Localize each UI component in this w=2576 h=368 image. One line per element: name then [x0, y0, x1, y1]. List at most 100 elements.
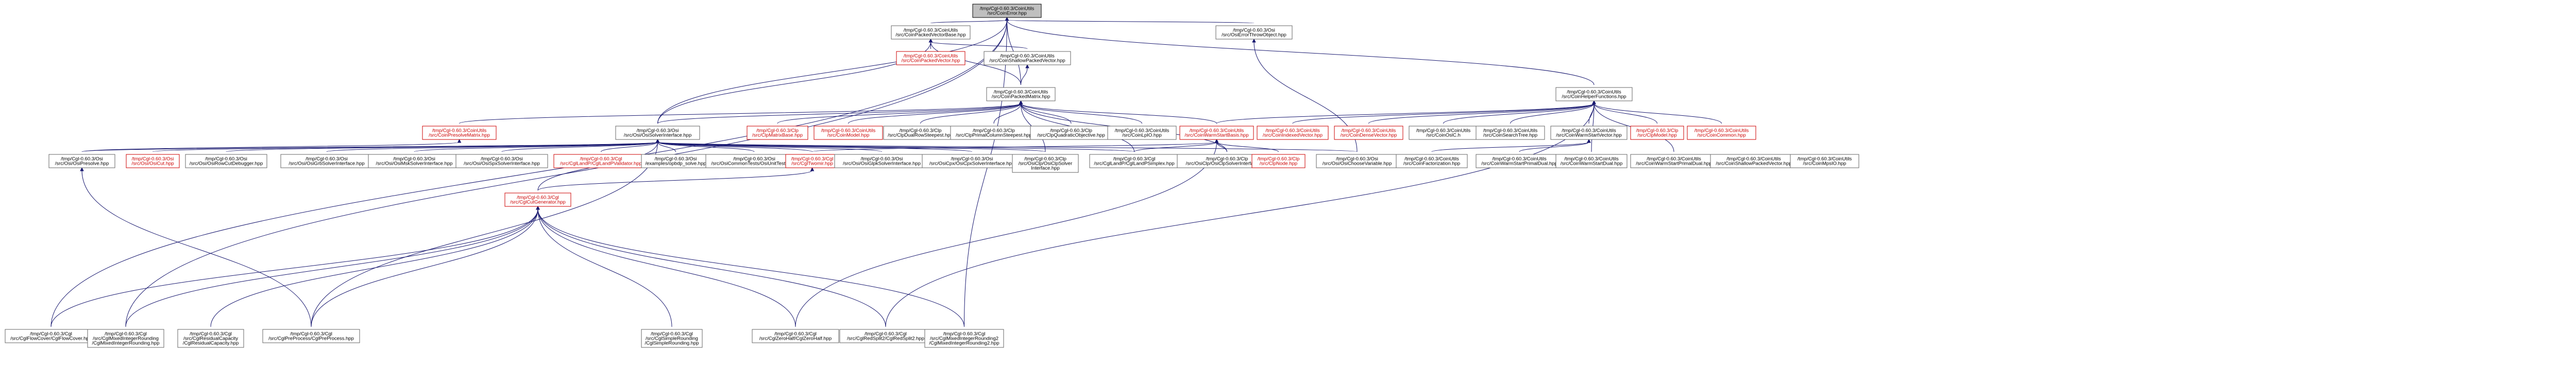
graph-node-errorThrow[interactable]: /tmp/Cgl-0.60.3/Osi/src/OsiErrorThrowObj…: [1215, 25, 1293, 40]
graph-node-cglMixedInteger2[interactable]: /tmp/Cgl-0.60.3/Cgl/src/CglMixedIntegerR…: [924, 329, 1004, 348]
graph-node-presolveMatrix[interactable]: /tmp/Cgl-0.60.3/CoinUtils/src/CoinPresol…: [422, 126, 497, 140]
graph-node-osiPresolve[interactable]: /tmp/Cgl-0.60.3/Osi/src/Osi/OsiPresolve.…: [48, 154, 115, 168]
graph-node-cglPreProcess[interactable]: /tmp/Cgl-0.60.3/Cgl/src/CglPreProcess/Cg…: [262, 329, 360, 343]
graph-node-cglLandP[interactable]: /tmp/Cgl-0.60.3/Cgl/src/CglLandP/CglLand…: [553, 154, 649, 168]
node-box[interactable]: [1316, 154, 1398, 168]
graph-node-warmStartPrimal[interactable]: /tmp/Cgl-0.60.3/CoinUtils/src/CoinWarmSt…: [1476, 154, 1563, 168]
node-box[interactable]: [1012, 154, 1079, 173]
node-box[interactable]: [883, 126, 958, 140]
graph-node-clpPrimalColSteep[interactable]: /tmp/Cgl-0.60.3/Clp/src/ClpPrimalColumnS…: [950, 126, 1038, 140]
graph-node-cglSimpleRounding[interactable]: /tmp/Cgl-0.60.3/Cgl/src/CglSimpleRoundin…: [641, 329, 703, 348]
graph-node-cglFlowCover[interactable]: /tmp/Cgl-0.60.3/Cgl/src/CglFlowCover/Cgl…: [5, 329, 97, 343]
node-box[interactable]: [986, 87, 1056, 101]
graph-node-osiChooseVariable[interactable]: /tmp/Cgl-0.60.3/Osi/src/Osi/OsiChooseVar…: [1316, 154, 1398, 168]
graph-node-coinMpsIO[interactable]: /tmp/Cgl-0.60.3/CoinUtils/src/CoinMpsIO.…: [1790, 154, 1859, 168]
graph-node-exampleDriver[interactable]: /tmp/Cgl-0.60.3/Osi/examples/opbdp_solve…: [641, 154, 710, 168]
graph-node-cglMixedInteger[interactable]: /tmp/Cgl-0.60.3/Cgl/src/CglMixedIntegerR…: [87, 329, 164, 348]
graph-node-packedVecBase[interactable]: /tmp/Cgl-0.60.3/CoinUtils/src/CoinPacked…: [891, 25, 971, 40]
graph-node-osiGlpkUnit[interactable]: /tmp/Cgl-0.60.3/Osi/src/Osi/OsiGlpkSolve…: [834, 154, 929, 168]
graph-node-osiChooseVarSA[interactable]: /tmp/Cgl-0.60.3/CoinUtils/src/CoinWarmSt…: [1630, 154, 1718, 168]
graph-node-osiGrbUnit[interactable]: /tmp/Cgl-0.60.3/Osi/src/Osi/OsiGrbSolver…: [280, 154, 373, 168]
graph-node-osiCuts[interactable]: /tmp/Cgl-0.60.3/Osi/src/Osi/OsiCut.hpp: [126, 154, 180, 168]
node-box[interactable]: [1409, 126, 1478, 140]
graph-node-coinIndexedVector[interactable]: /tmp/Cgl-0.60.3/CoinUtils/src/CoinIndexe…: [1257, 126, 1329, 140]
graph-node-osiClpSolver[interactable]: /tmp/Cgl-0.60.3/Clp/src/OsiClp/OsiClpSol…: [1012, 154, 1079, 173]
graph-node-coinRational[interactable]: /tmp/Cgl-0.60.3/CoinUtils/src/CoinShallo…: [1710, 154, 1798, 168]
graph-node-warmStartBasis[interactable]: /tmp/Cgl-0.60.3/CoinUtils/src/CoinWarmSt…: [1179, 126, 1254, 140]
node-box[interactable]: [747, 126, 808, 140]
graph-node-cglRedSplit2[interactable]: /tmp/Cgl-0.60.3/Cgl/src/CglRedSplit2/Cgl…: [839, 329, 932, 343]
node-box[interactable]: [1089, 154, 1179, 168]
node-box[interactable]: [814, 126, 883, 140]
node-box[interactable]: [1334, 126, 1403, 140]
graph-node-coinCommon[interactable]: /tmp/Cgl-0.60.3/CoinUtils/src/CoinCommon…: [1687, 126, 1756, 140]
graph-node-coinModel[interactable]: /tmp/Cgl-0.60.3/CoinUtils/src/CoinModel.…: [814, 126, 883, 140]
node-box[interactable]: [504, 192, 571, 207]
graph-node-cglCutGenerator[interactable]: /tmp/Cgl-0.60.3/Cgl/src/CglCutGenerator.…: [504, 192, 571, 207]
node-box[interactable]: [48, 154, 115, 168]
node-box[interactable]: [1215, 25, 1293, 40]
node-box[interactable]: [126, 154, 180, 168]
graph-node-osiSolverFactor[interactable]: /tmp/Cgl-0.60.3/CoinUtils/src/CoinFactor…: [1396, 154, 1468, 168]
node-box[interactable]: [1251, 154, 1306, 168]
node-box[interactable]: [1107, 126, 1177, 140]
graph-node-cglResidual[interactable]: /tmp/Cgl-0.60.3/Cgl/src/CglResidualCapac…: [177, 329, 244, 348]
graph-node-coinSearchTree[interactable]: /tmp/Cgl-0.60.3/CoinUtils/src/CoinSearch…: [1476, 126, 1545, 140]
node-box[interactable]: [1179, 126, 1254, 140]
graph-node-clpNode[interactable]: /tmp/Cgl-0.60.3/Clp/src/ClpNode.hpp: [1251, 154, 1306, 168]
node-box[interactable]: [1630, 154, 1718, 168]
graph-node-cglLandPSimplex[interactable]: /tmp/Cgl-0.60.3/Cgl/src/CglLandP/CglLand…: [1089, 154, 1179, 168]
graph-node-coinLpIO[interactable]: /tmp/Cgl-0.60.3/CoinUtils/src/CoinLpIO.h…: [1107, 126, 1177, 140]
node-box[interactable]: [615, 126, 700, 140]
graph-node-clpMatrixBase[interactable]: /tmp/Cgl-0.60.3/Clp/src/ClpMatrixBase.hp…: [747, 126, 808, 140]
node-box[interactable]: [924, 329, 1004, 348]
node-box[interactable]: [1555, 87, 1633, 101]
node-box[interactable]: [1710, 154, 1798, 168]
node-box[interactable]: [896, 51, 965, 65]
node-box[interactable]: [1476, 154, 1563, 168]
node-box[interactable]: [455, 154, 548, 168]
node-box[interactable]: [785, 154, 839, 168]
node-box[interactable]: [87, 329, 164, 348]
graph-node-cglZeroHalf[interactable]: /tmp/Cgl-0.60.3/Cgl/src/CglZeroHalf/CglZ…: [752, 329, 839, 343]
graph-node-coinDenseVector[interactable]: /tmp/Cgl-0.60.3/CoinUtils/src/CoinDenseV…: [1334, 126, 1403, 140]
node-box[interactable]: [280, 154, 373, 168]
node-box[interactable]: [1257, 126, 1329, 140]
graph-node-packedVector[interactable]: /tmp/Cgl-0.60.3/CoinUtils/src/CoinPacked…: [896, 51, 965, 65]
node-box[interactable]: [422, 126, 497, 140]
graph-node-helperFunctions[interactable]: /tmp/Cgl-0.60.3/CoinUtils/src/CoinHelper…: [1555, 87, 1633, 101]
graph-node-packedMatrix[interactable]: /tmp/Cgl-0.60.3/CoinUtils/src/CoinPacked…: [986, 87, 1056, 101]
graph-node-warmStartVector[interactable]: /tmp/Cgl-0.60.3/CoinUtils/src/CoinWarmSt…: [1550, 126, 1628, 140]
graph-node-cglTwomir[interactable]: /tmp/Cgl-0.60.3/Cgl/src/CglTwomir.hpp: [785, 154, 839, 168]
node-box[interactable]: [1476, 126, 1545, 140]
graph-node-coinOslH[interactable]: /tmp/Cgl-0.60.3/CoinUtils/src/CoinOslC.h: [1409, 126, 1478, 140]
node-box[interactable]: [1030, 126, 1112, 140]
node-box[interactable]: [1687, 126, 1756, 140]
node-box[interactable]: [984, 51, 1071, 65]
graph-node-osiSpxUnit[interactable]: /tmp/Cgl-0.60.3/Osi/src/Osi/OsiSpxSolver…: [455, 154, 548, 168]
graph-node-osiMskUnit[interactable]: /tmp/Cgl-0.60.3/Osi/src/Osi/OsiMskSolver…: [368, 154, 461, 168]
node-box[interactable]: [262, 329, 360, 343]
graph-node-clpSimplexPrimal[interactable]: /tmp/Cgl-0.60.3/CoinUtils/src/CoinWarmSt…: [1555, 154, 1628, 168]
node-box[interactable]: [1790, 154, 1859, 168]
graph-node-osiSolverInterface[interactable]: /tmp/Cgl-0.60.3/Osi/src/Osi/OsiSolverInt…: [615, 126, 700, 140]
node-box[interactable]: [891, 25, 971, 40]
graph-node-osiCpxUnit[interactable]: /tmp/Cgl-0.60.3/Osi/src/OsiCpx/OsiCpxSol…: [922, 154, 1022, 168]
node-box[interactable]: [177, 329, 244, 348]
node-box[interactable]: [641, 329, 703, 348]
node-box[interactable]: [5, 329, 97, 343]
node-box[interactable]: [922, 154, 1022, 168]
node-box[interactable]: [972, 4, 1042, 18]
graph-node-root[interactable]: /tmp/Cgl-0.60.3/CoinUtils/src/CoinError.…: [972, 4, 1042, 18]
node-box[interactable]: [1396, 154, 1468, 168]
graph-node-osiAuxInfo[interactable]: /tmp/Cgl-0.60.3/Osi/src/Osi/OsiRowCutDeb…: [185, 154, 267, 168]
node-box[interactable]: [1630, 126, 1684, 140]
node-box[interactable]: [553, 154, 649, 168]
node-box[interactable]: [368, 154, 461, 168]
node-box[interactable]: [1555, 154, 1628, 168]
graph-node-clpDualRowSteep[interactable]: /tmp/Cgl-0.60.3/Clp/src/ClpDualRowSteepe…: [883, 126, 958, 140]
node-box[interactable]: [1550, 126, 1628, 140]
graph-node-clpModel[interactable]: /tmp/Cgl-0.60.3/Clp/src/ClpModel.hpp: [1630, 126, 1684, 140]
graph-node-shallowPacked[interactable]: /tmp/Cgl-0.60.3/CoinUtils/src/CoinShallo…: [984, 51, 1071, 65]
graph-node-clpQuadObjective[interactable]: /tmp/Cgl-0.60.3/Clp/src/ClpQuadraticObje…: [1030, 126, 1112, 140]
